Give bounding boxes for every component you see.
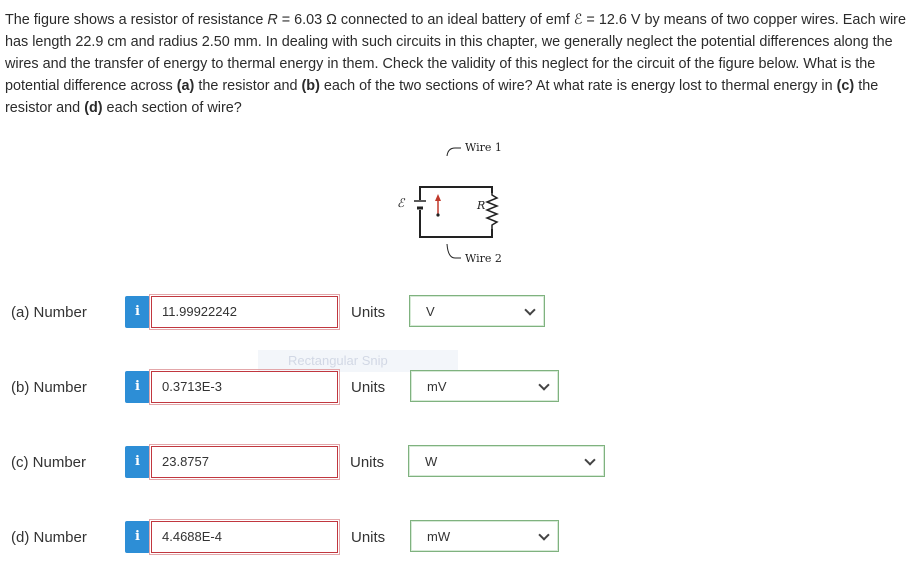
- answer-input[interactable]: 11.99922242: [149, 294, 340, 330]
- chevron-down-icon: [538, 379, 550, 391]
- units-select[interactable]: mV: [410, 370, 559, 402]
- units-select[interactable]: mW: [410, 520, 559, 552]
- part-b-ref: (b): [301, 78, 320, 94]
- question-segment: the resistor and: [5, 78, 879, 116]
- info-icon[interactable]: i: [125, 296, 150, 328]
- resistor-label: R: [476, 199, 485, 212]
- units-label: Units: [351, 379, 386, 396]
- part-a-ref: (a): [176, 78, 195, 94]
- question-segment: = 12.6 V by means of two copper wires. E…: [5, 12, 906, 94]
- part-label: (a) Number: [11, 304, 87, 321]
- circuit-diagram: ℰ R Wire 1 Wire 2: [397, 141, 502, 265]
- battery-gap: [414, 200, 428, 210]
- emf-label: ℰ: [397, 196, 406, 210]
- answer-input[interactable]: 4.4688E-4: [149, 519, 340, 555]
- ghost-tooltip: Rectangular Snip: [258, 350, 458, 372]
- answer-row-b: (b) Number i 0.3713E-3 Units mV: [0, 369, 910, 405]
- resistor-symbol: [484, 192, 500, 229]
- part-label: (d) Number: [11, 529, 87, 546]
- units-select[interactable]: V: [409, 295, 545, 327]
- units-select[interactable]: W: [408, 445, 605, 477]
- question-segment: the resistor and: [194, 78, 302, 94]
- emf-symbol: ℰ: [573, 12, 583, 28]
- question-segment: The figure shows a resistor of resistanc…: [5, 12, 268, 28]
- wire1-label: Wire 1: [465, 141, 502, 154]
- answer-input[interactable]: 23.8757: [149, 444, 340, 480]
- question-segment: = 6.03 Ω connected to an ideal battery o…: [277, 12, 574, 28]
- question-segment: each of the two sections of wire? At wha…: [319, 78, 837, 94]
- current-arrow-tail: [436, 213, 440, 217]
- answer-row-a: (a) Number i 11.99922242 Units V: [0, 294, 910, 330]
- chevron-down-icon: [584, 454, 596, 466]
- units-select-value: mW: [427, 529, 451, 544]
- part-label: (c) Number: [11, 454, 87, 471]
- resistance-symbol: R: [267, 12, 278, 28]
- units-select-value: V: [426, 304, 435, 319]
- units-label: Units: [351, 529, 386, 546]
- units-select-value: W: [425, 454, 438, 469]
- info-icon[interactable]: i: [125, 446, 150, 478]
- answer-row-d: (d) Number i 4.4688E-4 Units mW: [0, 519, 910, 555]
- circuit-wires: [419, 186, 493, 238]
- answer-input[interactable]: 0.3713E-3: [149, 369, 340, 405]
- answer-row-c: (c) Number i 23.8757 Units W: [0, 444, 910, 480]
- part-label: (b) Number: [11, 379, 87, 396]
- chevron-down-icon: [524, 304, 536, 316]
- units-label: Units: [350, 454, 385, 471]
- question-text: The figure shows a resistor of resistanc…: [5, 9, 907, 119]
- part-c-ref: (c): [836, 78, 855, 94]
- wire1-leader: [446, 147, 461, 157]
- circuit-figure: ℰ R Wire 1 Wire 2: [355, 132, 535, 272]
- chevron-down-icon: [538, 529, 550, 541]
- units-select-value: mV: [427, 379, 447, 394]
- wire2-label: Wire 2: [465, 252, 502, 265]
- info-icon[interactable]: i: [125, 371, 150, 403]
- current-arrowhead: [435, 194, 441, 201]
- units-label: Units: [351, 304, 386, 321]
- wire2-leader: [446, 243, 461, 259]
- question-segment: each section of wire?: [102, 100, 242, 116]
- part-d-ref: (d): [84, 100, 103, 116]
- info-icon[interactable]: i: [125, 521, 150, 553]
